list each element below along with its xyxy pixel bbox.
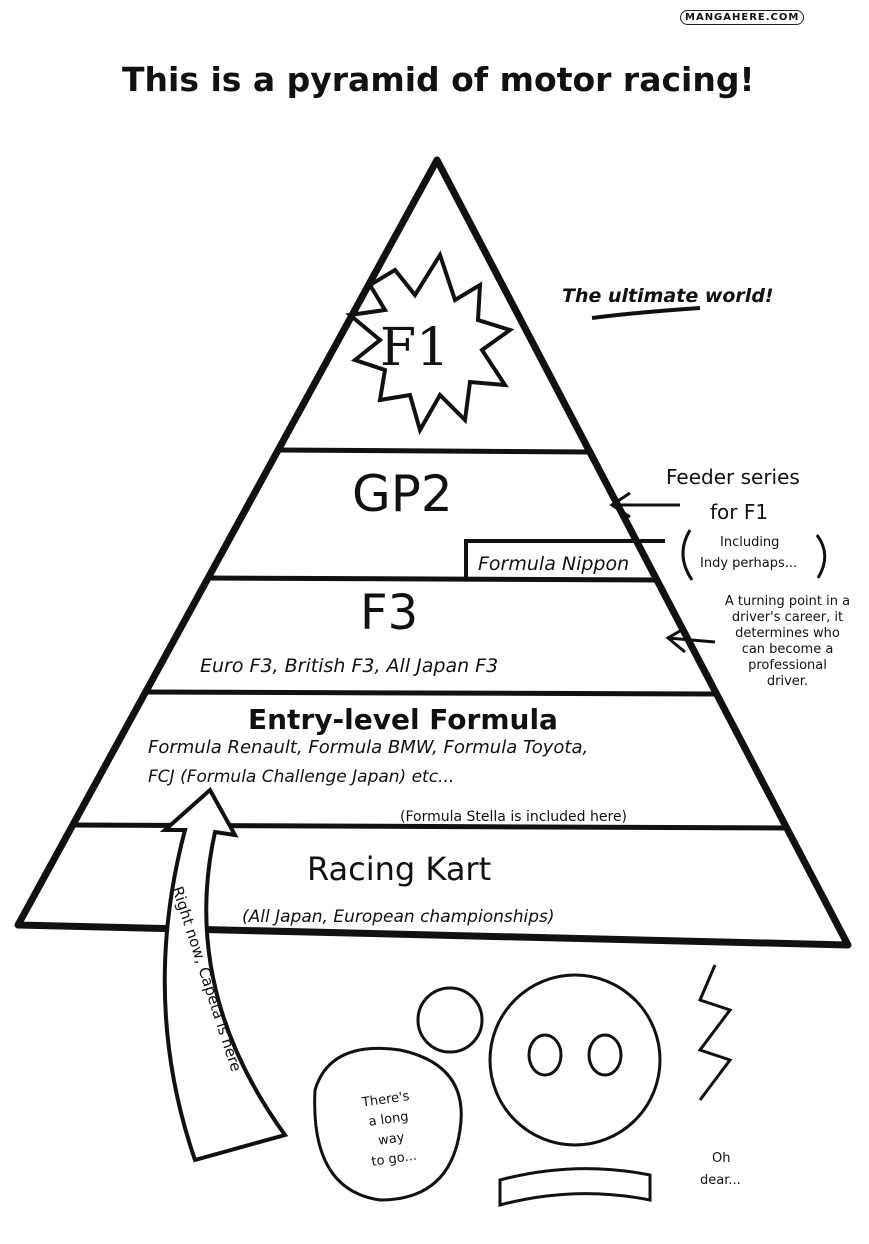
watermark: MANGAHERE.COM bbox=[680, 10, 805, 25]
formula-nippon-box bbox=[464, 539, 665, 580]
underline bbox=[591, 306, 701, 320]
oh-dear-text: Oh dear... bbox=[700, 1151, 741, 1188]
paren-right bbox=[815, 534, 827, 579]
tier-entry-label: Entry-level Formula bbox=[248, 703, 558, 736]
tier-entry-note: (Formula Stella is included here) bbox=[400, 809, 628, 825]
divider-gp2-f3 bbox=[207, 575, 657, 583]
tier-f3-sub: Euro F3, British F3, All Japan F3 bbox=[200, 655, 499, 677]
tier-kart-label: Racing Kart bbox=[307, 850, 492, 888]
capeta-character bbox=[313, 964, 733, 1207]
f1-starburst-icon bbox=[345, 250, 515, 436]
divider-f1-gp2 bbox=[277, 447, 590, 455]
speech-bubble: There's a long way to go... bbox=[361, 1089, 418, 1170]
note-indy-2: Indy perhaps... bbox=[700, 556, 798, 571]
paren-left bbox=[681, 529, 694, 581]
note-indy-1: Including bbox=[720, 535, 780, 550]
divider-f3-entry bbox=[144, 689, 717, 697]
tier-kart-sub: (All Japan, European championships) bbox=[242, 907, 555, 927]
note-ultimate: The ultimate world! bbox=[562, 285, 774, 307]
note-feeder-2: for F1 bbox=[710, 500, 769, 524]
note-feeder-1: Feeder series bbox=[666, 465, 800, 489]
tier-entry-sub: Formula Renault, Formula BMW, Formula To… bbox=[148, 737, 589, 758]
capeta-arrow-icon bbox=[159, 786, 289, 1163]
arrow-turning-icon bbox=[665, 626, 716, 654]
tier-entry-sub2: FCJ (Formula Challenge Japan) etc... bbox=[148, 767, 455, 787]
tier-gp2-sub: Formula Nippon bbox=[478, 553, 630, 575]
note-turning: A turning point in a driver's career, it… bbox=[724, 594, 851, 689]
tier-f3-label: F3 bbox=[360, 585, 419, 641]
tier-f1-label: F1 bbox=[380, 318, 450, 378]
tier-gp2-label: GP2 bbox=[352, 465, 453, 523]
arrow-feeder-icon bbox=[609, 491, 680, 519]
pyramid-outline bbox=[14, 156, 852, 949]
page-title: This is a pyramid of motor racing! bbox=[122, 60, 755, 99]
